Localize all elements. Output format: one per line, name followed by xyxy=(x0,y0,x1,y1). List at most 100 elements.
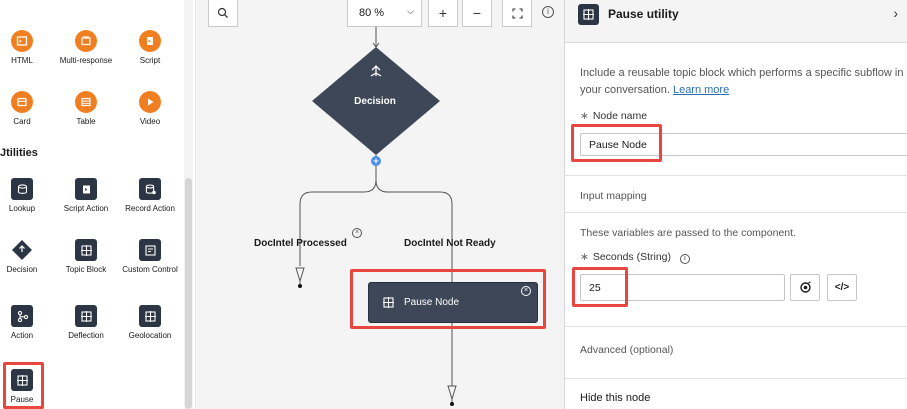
palette-item-video[interactable]: Video xyxy=(119,91,181,126)
decision-node-icon xyxy=(370,65,382,77)
palette-item-card[interactable]: Card xyxy=(0,91,53,126)
utilities-heading: Jtilities xyxy=(0,147,38,159)
required-asterisk-icon: ∗ xyxy=(580,110,589,122)
description-line-1: Include a reusable topic block which per… xyxy=(580,67,904,79)
node-name-input[interactable]: Pause Node xyxy=(580,133,907,156)
palette-item-label: Video xyxy=(139,117,161,126)
palette-item-label: Pause xyxy=(10,395,34,404)
info-icon[interactable]: i xyxy=(542,6,554,18)
decision-node xyxy=(312,47,440,155)
palette-item-geolocation[interactable]: Geolocation xyxy=(119,305,181,340)
record-action-icon xyxy=(139,178,161,200)
divider xyxy=(565,326,907,327)
search-button[interactable] xyxy=(208,0,238,27)
table-icon xyxy=(75,91,97,113)
lookup-icon xyxy=(11,178,33,200)
palette-item-script[interactable]: Script xyxy=(119,30,181,65)
multi-response-icon xyxy=(75,30,97,52)
html-icon xyxy=(11,30,33,52)
close-icon[interactable]: × xyxy=(521,286,531,296)
geolocation-icon xyxy=(139,305,161,327)
topic-block-icon xyxy=(75,239,97,261)
divider xyxy=(565,378,907,379)
divider xyxy=(565,175,907,176)
info-icon[interactable]: i xyxy=(679,254,690,264)
palette-item-label: Multi-response xyxy=(59,56,113,65)
palette-item-label: Lookup xyxy=(8,204,36,213)
decision-node-label[interactable]: Decision xyxy=(354,96,396,107)
zoom-select[interactable]: 80 % ⌵ xyxy=(347,0,422,27)
input-mapping-heading: Input mapping xyxy=(580,190,647,202)
deflection-icon xyxy=(75,305,97,327)
zoom-value: 80 % xyxy=(359,7,385,19)
palette-item-script-action[interactable]: Script Action xyxy=(55,178,117,213)
palette-item-label: Card xyxy=(13,117,31,126)
component-palette: HTML Multi-response Script Card Table Vi… xyxy=(0,0,196,409)
palette-item-lookup[interactable]: Lookup xyxy=(0,178,53,213)
script-icon xyxy=(139,30,161,52)
decision-icon xyxy=(11,239,33,261)
fit-screen-icon xyxy=(511,7,523,19)
chevron-down-icon: ⌵ xyxy=(407,6,414,16)
fit-screen-button[interactable] xyxy=(502,0,532,27)
properties-panel: Pause utility › Include a reusable topic… xyxy=(564,0,907,409)
action-icon xyxy=(11,305,33,327)
branch-label-processed[interactable]: DocIntel Processed xyxy=(254,238,347,249)
card-icon xyxy=(11,91,33,113)
palette-item-topic-block[interactable]: Topic Block xyxy=(55,239,117,274)
search-icon xyxy=(217,7,228,18)
script-action-icon xyxy=(75,178,97,200)
pause-utility-icon xyxy=(383,297,394,308)
palette-item-label: Topic Block xyxy=(65,265,107,274)
palette-item-label: Custom Control xyxy=(122,265,178,274)
palette-item-pause[interactable]: Pause xyxy=(0,369,53,404)
variables-note: These variables are passed to the compon… xyxy=(580,227,796,239)
palette-item-html[interactable]: HTML xyxy=(0,30,53,65)
palette-item-label: Decision xyxy=(6,265,38,274)
play-icon xyxy=(139,91,161,113)
panel-title: Pause utility xyxy=(608,7,679,21)
palette-scrollbar-thumb[interactable] xyxy=(185,178,192,409)
zoom-out-button[interactable]: − xyxy=(462,0,492,27)
pause-utility-icon xyxy=(11,369,33,391)
palette-item-record-action[interactable]: Record Action xyxy=(119,178,181,213)
divider xyxy=(565,212,907,213)
required-asterisk-icon: ∗ xyxy=(580,251,589,263)
flow-canvas[interactable]: 80 % ⌵ + − i Decision DocIntel Proces xyxy=(197,0,564,409)
palette-item-label: HTML xyxy=(11,56,33,65)
panel-header: Pause utility › xyxy=(565,0,907,43)
chevron-right-icon[interactable]: › xyxy=(893,5,898,21)
pause-node-label: Pause Node xyxy=(404,297,460,308)
learn-more-link[interactable]: Learn more xyxy=(672,84,730,96)
custom-control-icon xyxy=(139,239,161,261)
seconds-input[interactable]: 25 xyxy=(580,274,785,301)
pause-node[interactable]: Pause Node × xyxy=(368,282,538,323)
palette-item-action[interactable]: Action xyxy=(0,305,53,340)
node-name-label: ∗Node name xyxy=(580,110,648,122)
palette-item-custom-control[interactable]: Custom Control xyxy=(119,239,181,274)
variable-picker-button[interactable] xyxy=(790,274,820,301)
minus-icon: − xyxy=(472,5,482,21)
close-icon[interactable]: × xyxy=(352,228,362,238)
palette-item-label: Deflection xyxy=(68,331,104,340)
palette-item-label: Script Action xyxy=(63,204,109,213)
palette-item-deflection[interactable]: Deflection xyxy=(55,305,117,340)
palette-item-label: Table xyxy=(76,117,96,126)
seconds-label: ∗Seconds (String) i xyxy=(580,251,690,264)
palette-item-decision[interactable]: Decision xyxy=(0,239,53,274)
description-line-2: your conversation. xyxy=(580,84,670,96)
palette-item-multi-response[interactable]: Multi-response xyxy=(55,30,117,65)
variable-picker-icon xyxy=(799,281,811,293)
panel-description: Include a reusable topic block which per… xyxy=(580,65,907,99)
zoom-in-button[interactable]: + xyxy=(428,0,458,27)
code-editor-button[interactable]: </> xyxy=(827,274,857,301)
branch-label-not-ready[interactable]: DocIntel Not Ready xyxy=(404,238,496,249)
code-icon: </> xyxy=(834,282,850,293)
pause-utility-icon xyxy=(578,4,599,25)
flow-diagram xyxy=(295,27,457,406)
advanced-section[interactable]: Advanced (optional) xyxy=(580,344,674,356)
palette-item-label: Geolocation xyxy=(128,331,172,340)
palette-item-table[interactable]: Table xyxy=(55,91,117,126)
hide-node-toggle[interactable]: Hide this node xyxy=(580,392,651,404)
palette-item-label: Record Action xyxy=(125,204,175,213)
